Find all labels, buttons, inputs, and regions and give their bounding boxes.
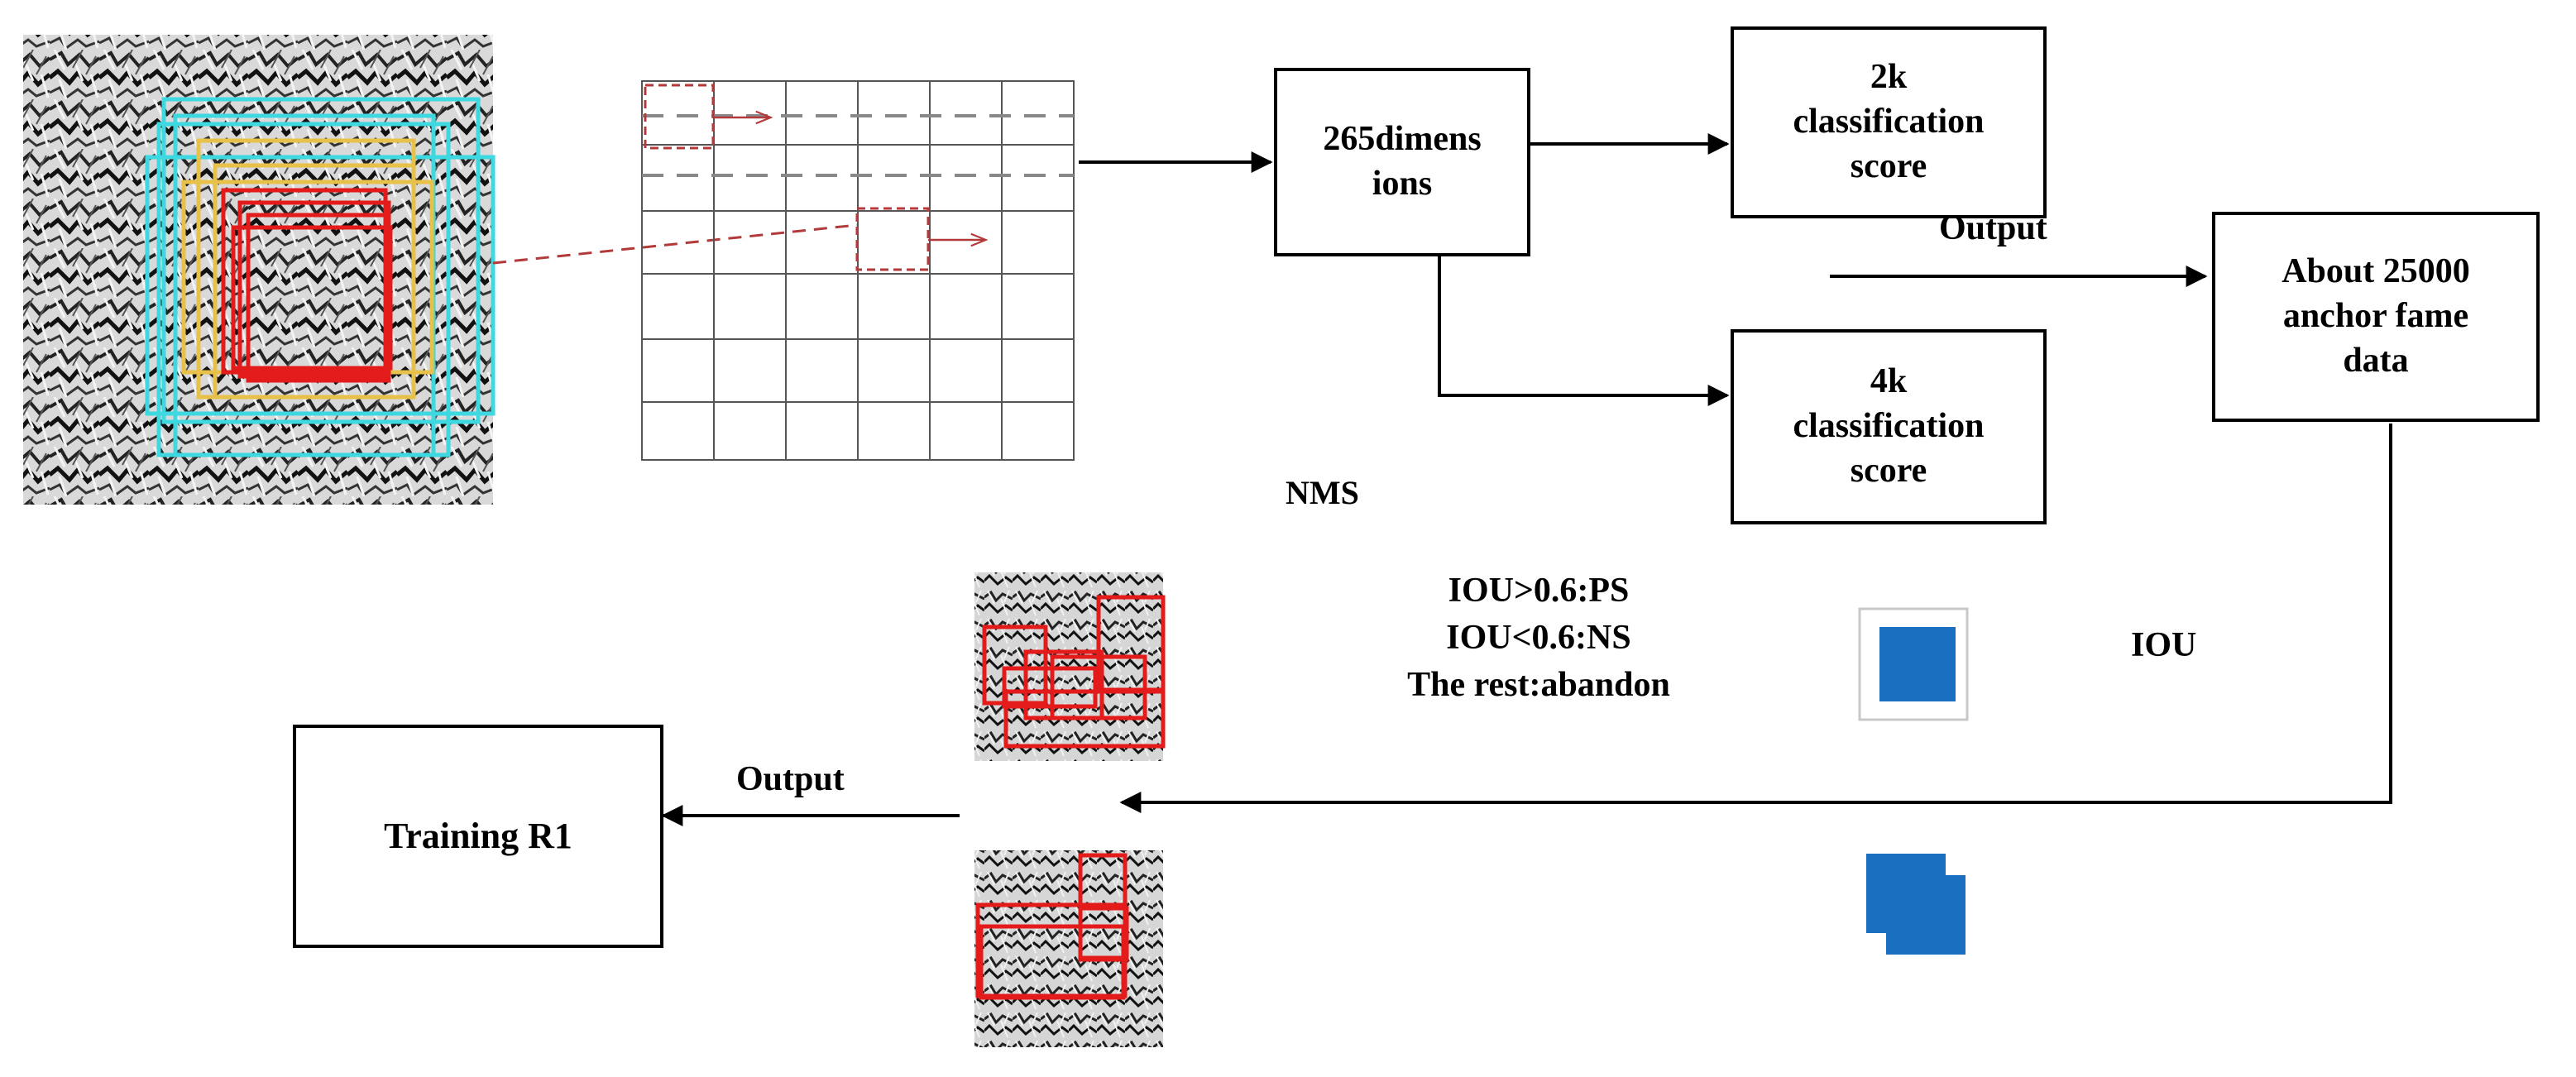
score-2k-line-1: 2k xyxy=(1870,58,1908,97)
rule-positive: IOU>0.6:PS xyxy=(1448,572,1630,610)
arrow-to-4k-score xyxy=(1438,255,1730,406)
score-2k-box: 2k classification score xyxy=(1731,26,2047,218)
iou-outline-square xyxy=(1858,607,1969,721)
output-label-bottom: Output xyxy=(736,760,845,798)
anchor-line-2: anchor fame xyxy=(2282,297,2469,336)
cyan-anchor-frame xyxy=(161,97,481,424)
terrain-image xyxy=(974,850,1163,1047)
iou-blue-square xyxy=(1886,875,1966,955)
nms-label: NMS xyxy=(1286,474,1359,511)
training-label: Training R1 xyxy=(384,815,572,856)
iou-overlap-illustration xyxy=(1858,607,1969,721)
terrain-positive-sample xyxy=(974,572,1166,761)
feature-map-grid xyxy=(641,80,1075,461)
dimensions-box: 265dimens ions xyxy=(1274,68,1530,256)
score-4k-box: 4k classification score xyxy=(1731,329,2047,524)
score-4k-line-3: score xyxy=(1850,451,1927,490)
sliding-window-box xyxy=(855,207,930,271)
anchor-data-box: About 25000 anchor fame data xyxy=(2212,212,2540,422)
anchor-line-3: data xyxy=(2343,341,2409,380)
yellow-anchor-frame xyxy=(213,163,416,400)
score-2k-line-3: score xyxy=(1850,146,1927,185)
arrow-iou-to-samples xyxy=(1119,424,2392,813)
rule-abandon: The rest:abandon xyxy=(1407,666,1670,705)
terrain-image xyxy=(23,35,493,505)
anchor-frames xyxy=(145,97,496,457)
red-anchor-frame xyxy=(221,188,388,375)
anchor-line-1: About 25000 xyxy=(2282,252,2470,291)
terrain-negative-sample xyxy=(974,850,1163,1047)
iou-label: IOU xyxy=(2131,626,2197,664)
iou-rules: IOU>0.6:PS IOU<0.6:NS The rest:abandon xyxy=(1340,567,1737,709)
cyan-anchor-frame xyxy=(145,155,496,416)
score-2k-line-2: classification xyxy=(1793,103,1985,141)
score-4k-line-1: 4k xyxy=(1870,362,1908,401)
dimensions-line-2: ions xyxy=(1372,165,1433,203)
sliding-window-dashed-line xyxy=(492,223,858,265)
dimensions-line-1: 265dimens xyxy=(1323,120,1482,159)
red-anchor-frame xyxy=(231,225,393,371)
iou-blue-square xyxy=(1879,627,1956,701)
rule-negative: IOU<0.6:NS xyxy=(1446,619,1631,658)
training-box: Training R1 xyxy=(293,725,663,948)
score-4k-line-2: classification xyxy=(1793,407,1985,446)
iou-non-overlap-illustration xyxy=(1866,854,1966,955)
output-label-top: Output xyxy=(1939,209,2047,247)
terrain-main-image xyxy=(23,35,496,505)
